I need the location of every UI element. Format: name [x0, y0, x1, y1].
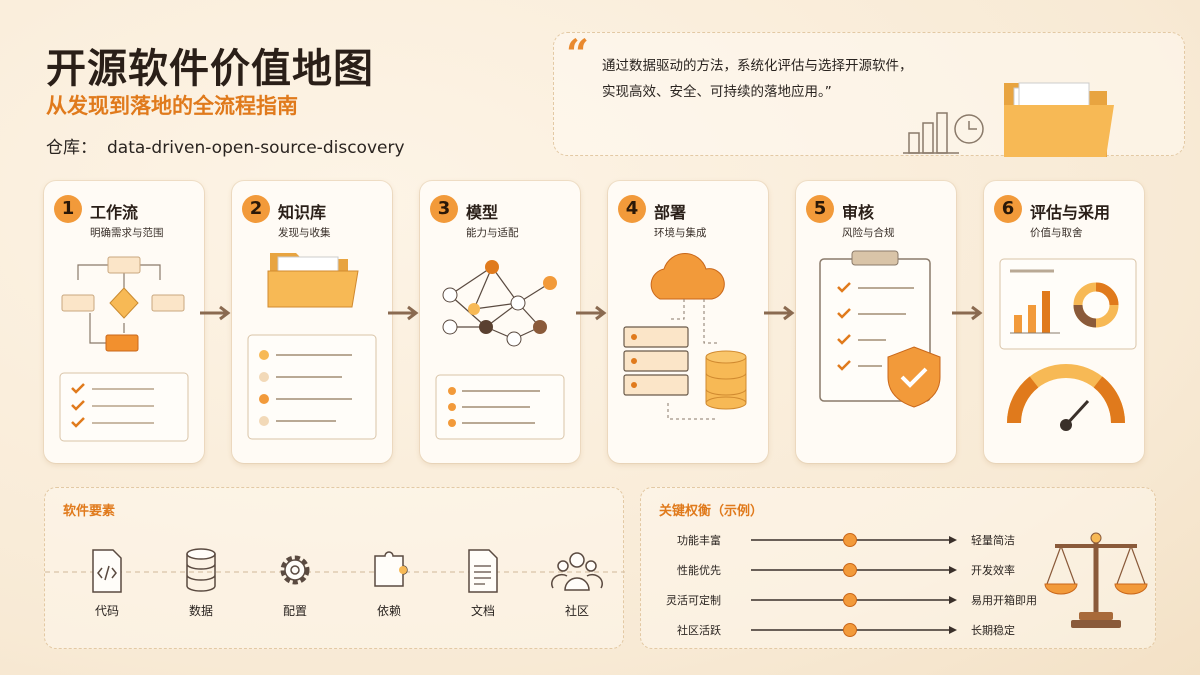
- panel-title: 关键权衡（示例）: [659, 504, 764, 519]
- tradeoff-slider[interactable]: [749, 560, 959, 580]
- tradeoff-right-label: 轻量简洁: [971, 534, 1015, 547]
- puzzle-icon: [374, 551, 408, 587]
- tradeoff-right-label: 长期稳定: [971, 624, 1015, 637]
- step-subtitle: 能力与适配: [466, 227, 519, 239]
- step-subtitle: 环境与集成: [654, 227, 707, 239]
- quote-line-1: 通过数据驱动的方法，系统化评估与选择开源软件，: [602, 58, 913, 74]
- step-card-5[interactable]: 5 审核 风险与合规: [796, 181, 956, 463]
- tradeoff-left-label: 性能优先: [677, 564, 721, 577]
- page-subtitle: 从发现到落地的全流程指南: [46, 94, 298, 118]
- workflow-diagram-icon: [59, 256, 189, 442]
- tradeoff-right-label: 开发效率: [971, 564, 1015, 577]
- tradeoff-right-label: 易用开箱即用: [971, 594, 1037, 607]
- element-dependency: 依赖: [357, 546, 421, 618]
- evaluation-dashboard-icon: [999, 258, 1137, 431]
- bar-chart-icon: [903, 112, 984, 154]
- step-card-1[interactable]: 1 工作流 明确需求与范围: [44, 181, 204, 463]
- step-subtitle: 价值与取舍: [1030, 227, 1083, 239]
- element-label: 数据: [188, 604, 213, 618]
- tradeoff-left-label: 灵活可定制: [666, 594, 721, 607]
- slider-knob: [843, 623, 857, 637]
- step-number: 1: [54, 195, 82, 223]
- step-title: 评估与采用: [1030, 203, 1111, 222]
- arrow-right-icon: [952, 305, 983, 321]
- step-subtitle: 风险与合规: [842, 227, 895, 239]
- slider-knob: [843, 563, 857, 577]
- element-data: 数据: [169, 546, 233, 618]
- clipboard-shield-icon: [819, 250, 941, 408]
- folder-chart-illustration: [903, 82, 1114, 157]
- element-docs: 文档: [451, 546, 515, 618]
- gear-icon: [280, 555, 310, 585]
- tradeoff-left-label: 功能丰富: [677, 534, 721, 547]
- code-file-icon: [92, 549, 122, 593]
- knowledge-folder-icon: [247, 253, 377, 440]
- element-label: 依赖: [376, 604, 401, 618]
- folder-icon: [1004, 82, 1114, 157]
- tradeoff-row: 性能优先 开发效率: [641, 560, 1157, 580]
- quote-box: “ 通过数据驱动的方法，系统化评估与选择开源软件， 实现高效、安全、可持续的落地…: [553, 31, 1185, 157]
- element-community: 社区: [545, 546, 609, 618]
- elements-dashed-line: [45, 571, 625, 573]
- step-number: 6: [994, 195, 1022, 223]
- page-title: 开源软件价值地图: [46, 46, 374, 92]
- quote-text: 通过数据驱动的方法，系统化评估与选择开源软件， 实现高效、安全、可持续的落地应用…: [602, 53, 962, 105]
- tradeoff-left-label: 社区活跃: [677, 624, 721, 637]
- community-people-icon: [551, 552, 603, 591]
- tradeoff-slider[interactable]: [749, 530, 959, 550]
- step-number: 5: [806, 195, 834, 223]
- repo-label: 仓库：: [46, 138, 97, 158]
- tradeoff-slider[interactable]: [749, 590, 959, 610]
- slider-knob: [843, 593, 857, 607]
- arrow-right-icon: [388, 305, 419, 321]
- arrow-right-icon: [764, 305, 795, 321]
- software-elements-panel: 软件要素 代码 数据 配置 依赖 文档 社区: [44, 487, 625, 649]
- step-title: 工作流: [90, 203, 139, 222]
- step-card-4[interactable]: 4 部署 环境与集成: [608, 181, 768, 463]
- step-number: 2: [242, 195, 270, 223]
- database-icon: [186, 548, 216, 592]
- quote-line-2: 实现高效、安全、可持续的落地应用。”: [602, 84, 832, 100]
- tradeoff-row: 灵活可定制 易用开箱即用: [641, 590, 1157, 610]
- step-title: 部署: [654, 203, 687, 222]
- arrow-right-icon: [200, 305, 231, 321]
- slider-knob: [843, 533, 857, 547]
- arrow-right-icon: [576, 305, 607, 321]
- document-icon: [468, 549, 498, 593]
- element-label: 配置: [282, 604, 307, 618]
- tradeoff-row: 社区活跃 长期稳定: [641, 620, 1157, 640]
- element-label: 文档: [470, 604, 495, 618]
- balance-scale-icon: [1044, 532, 1148, 628]
- element-label: 社区: [564, 604, 589, 618]
- element-label: 代码: [94, 604, 119, 618]
- step-title: 知识库: [278, 203, 327, 222]
- step-number: 4: [618, 195, 646, 223]
- step-card-3[interactable]: 3 模型 能力与适配: [420, 181, 580, 463]
- step-card-2[interactable]: 2 知识库 发现与收集: [232, 181, 392, 463]
- step-title: 审核: [842, 203, 875, 222]
- tradeoff-row: 功能丰富 轻量简洁: [641, 530, 1157, 550]
- repo-name[interactable]: data-driven-open-source-discovery: [107, 138, 405, 158]
- step-title: 模型: [466, 203, 499, 222]
- deploy-cloud-server-icon: [623, 253, 747, 420]
- element-code: 代码: [75, 546, 139, 618]
- element-config: 配置: [263, 546, 327, 618]
- quote-icon: “: [566, 31, 590, 78]
- tradeoff-slider[interactable]: [749, 620, 959, 640]
- model-network-icon: [435, 260, 565, 440]
- repo-line: 仓库： data-driven-open-source-discovery: [46, 133, 405, 158]
- step-subtitle: 明确需求与范围: [90, 227, 164, 239]
- step-card-6[interactable]: 6 评估与采用 价值与取舍: [984, 181, 1144, 463]
- tradeoffs-panel: 关键权衡（示例） 功能丰富 轻量简洁 性能优先 开发效率 灵活可定制 易用开箱即…: [640, 487, 1156, 649]
- step-subtitle: 发现与收集: [278, 227, 331, 239]
- panel-title: 软件要素: [63, 504, 116, 519]
- step-number: 3: [430, 195, 458, 223]
